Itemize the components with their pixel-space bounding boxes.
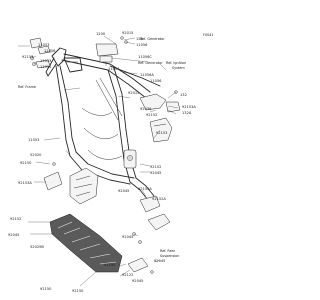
part-label: 92152 (146, 113, 157, 117)
part-label: 92150 (40, 287, 52, 291)
ref-frame: Ref. Frame (18, 85, 36, 89)
part-labels: 11053 11056 92153 11053 11054 1200 92015… (8, 31, 196, 293)
part-label: 11056 (44, 49, 56, 53)
part-label: 92150 (104, 263, 116, 267)
page-code: F0041 (203, 33, 214, 37)
part-label: 11053 (40, 59, 51, 63)
part-label: 92122 (122, 273, 133, 277)
part-label: 92045 (122, 235, 133, 239)
part-label: 92045 (118, 189, 129, 193)
part-label: 132A (182, 111, 192, 115)
part-label: 92153 (156, 131, 167, 135)
part-label: 92153A (18, 181, 32, 185)
part-label: 11054 (40, 65, 52, 69)
part-label: 92045 (8, 233, 19, 237)
ref-rear-suspension-line2: Suspension (160, 254, 179, 258)
leader-lines (18, 35, 179, 287)
part-label: 52029B (30, 245, 44, 249)
part-label: 92015 (128, 91, 139, 95)
ref-rear-suspension-line1: Ref. Rear (160, 249, 176, 253)
upper-bracket (95, 36, 128, 63)
part-label: 92152 (150, 165, 161, 169)
part-label: 92152 (10, 217, 21, 221)
part-label: 11056C (138, 55, 152, 59)
part-label: 11053 (28, 138, 39, 142)
left-engine-guard (69, 167, 99, 205)
part-label: 11054 (108, 67, 120, 71)
part-label: 92045 (154, 259, 165, 263)
part-label: 120 (136, 37, 144, 41)
skid-plate (49, 213, 123, 273)
main-frame (45, 47, 161, 201)
part-label: 11053 (38, 43, 49, 47)
part-label: 11056 (136, 43, 148, 47)
part-label: 92153 (22, 55, 33, 59)
ref-generator-2: Ref. Generator (138, 61, 163, 65)
part-label: 92152A (152, 197, 166, 201)
part-label: 92039 (140, 107, 152, 111)
part-label: 92153A (182, 105, 196, 109)
part-label: 52020 (30, 153, 42, 157)
reference-notes: Ref. Generator Ref. Generator Ref. Ignit… (18, 37, 186, 258)
ref-ignition-line2: System (172, 66, 185, 70)
part-label: 92045 (150, 171, 161, 175)
part-label: 92152A (138, 187, 152, 191)
part-label: 92045 (132, 279, 143, 283)
part-label: 92150 (72, 289, 84, 293)
footpeg-bracket (43, 162, 63, 191)
part-label: 132 (180, 93, 187, 97)
part-label: 1200 (96, 32, 106, 36)
frame-exploded-diagram: F0041 (8, 31, 214, 293)
ref-ignition-line1: Ref. Ignition (166, 61, 186, 65)
part-label: 92015 (122, 31, 133, 35)
ref-generator-1: Ref. Generator (140, 37, 165, 41)
parts-diagram-page: F0041 (8, 31, 214, 293)
front-bracket-parts (29, 37, 51, 69)
part-label: 11056A (140, 73, 154, 77)
rear-link-parts (127, 195, 171, 274)
part-label: 11056 (150, 79, 162, 83)
part-label: 92150 (20, 161, 32, 165)
side-guard (149, 117, 173, 143)
